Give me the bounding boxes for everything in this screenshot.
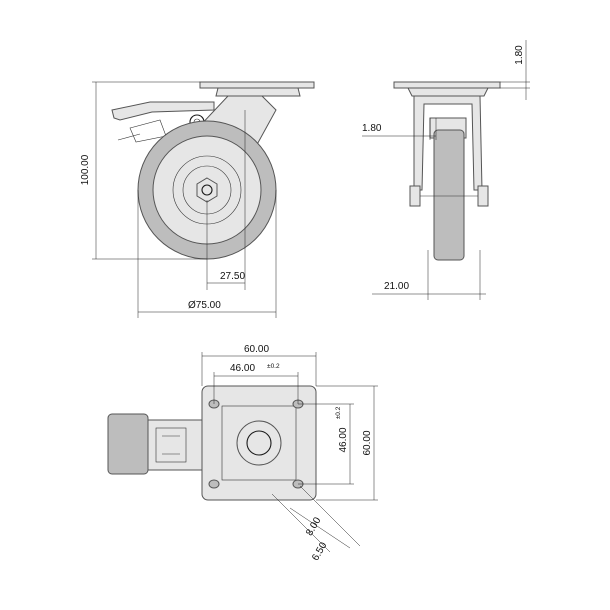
top-view: 60.00 46.00 ±0.2 46.00 ±0.2 60.00 8.00 6… [107,344,378,563]
dim-hole-y-tol: ±0.2 [335,406,342,419]
top-wheel [107,413,149,475]
dim-hole-x: 46.00 [230,363,255,374]
side-view: 100.00 27.50 Ø75.00 [80,81,315,318]
side-swivel-head [215,87,301,97]
dim-line-slot [289,507,351,549]
axle-nut-left [409,185,421,207]
dim-plate-height: 60.00 [362,430,373,455]
mount-hole-bl [208,479,220,489]
swivel-center [246,430,272,456]
front-view: 1.80 1.80 21.00 [362,40,530,300]
dim-hole-y: 46.00 [338,427,349,452]
top-brake-inner [155,427,187,463]
dim-hole-x-tol: ±0.2 [267,363,280,370]
top-brake-housing [147,419,203,471]
dim-fork-thickness: 1.80 [362,123,382,134]
front-wheel [433,129,465,261]
dim-plate-width: 60.00 [244,344,269,355]
dim-wheel-width: 21.00 [384,281,409,292]
dim-height: 100.00 [80,154,91,185]
front-swivel-head [407,87,489,97]
dim-diameter: Ø75.00 [188,300,221,311]
axle [201,184,213,196]
axle-nut-right [477,185,489,207]
brake-linkage [117,133,141,141]
front-top-plate [393,81,501,89]
top-plate-inner [221,405,297,481]
dim-slot-length: 8.00 [304,515,323,538]
side-top-plate [199,81,315,89]
swivel-boss [236,420,282,466]
dim-plate-thickness: 1.80 [514,45,525,65]
dim-slot-width: 6.50 [310,540,329,563]
brake-lever [111,101,215,121]
dim-offset: 27.50 [220,271,245,282]
